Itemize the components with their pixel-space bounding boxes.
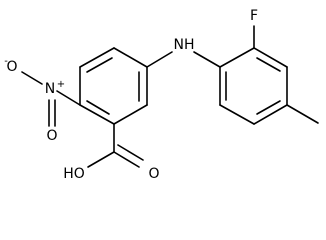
double-bond-left-ring-a xyxy=(86,57,113,73)
bond-left-ring-5 xyxy=(79,104,115,125)
nitro-nitrogen-charge: + xyxy=(57,79,65,90)
molecule-canvas: F NH N + O - O HO O xyxy=(4,8,319,182)
bond-right-ring-4 xyxy=(253,104,288,125)
nitro-oxygen-bottom-label: O xyxy=(46,128,57,144)
left-aromatic-ring xyxy=(79,47,148,125)
bond-carboxyl-carbon-to-carbonyl-b xyxy=(117,144,144,161)
bond-carboxyl-carbon-to-carbonyl-a xyxy=(113,151,140,168)
double-bond-left-ring-c xyxy=(86,100,110,115)
bond-ring-to-methyl xyxy=(286,104,319,124)
bond-left-ring-1 xyxy=(79,47,115,68)
nitro-oxygen-left-label: O xyxy=(6,59,17,75)
bond-carboxyl-carbon-to-hydroxyl xyxy=(87,151,115,168)
nitro-oxygen-left-charge: - xyxy=(4,56,8,67)
bond-left-ring-2 xyxy=(113,47,148,68)
bond-right-ring-1 xyxy=(219,47,255,68)
carbonyl-oxygen-label: O xyxy=(148,166,159,182)
right-aromatic-ring xyxy=(219,47,288,125)
bond-right-ring-2 xyxy=(253,47,288,68)
bond-right-ring-5 xyxy=(219,104,255,125)
bond-amine-to-right-ring xyxy=(193,51,221,68)
fluorine-label: F xyxy=(250,8,258,24)
nitro-nitrogen-label: N xyxy=(45,81,55,97)
hydroxyl-label: HO xyxy=(63,166,85,182)
molecule-structure: F NH N + O - O HO O xyxy=(4,8,319,182)
double-bond-right-ring-b xyxy=(256,57,281,72)
bond-ring-to-nitro-nitrogen xyxy=(56,90,81,106)
amine-label: NH xyxy=(174,37,195,53)
double-bond-right-ring-c xyxy=(256,100,281,115)
bond-left-ring-to-amine xyxy=(146,51,173,68)
bond-left-ring-4 xyxy=(113,104,148,125)
bond-nitro-nitrogen-to-left-oxygen xyxy=(21,71,43,85)
